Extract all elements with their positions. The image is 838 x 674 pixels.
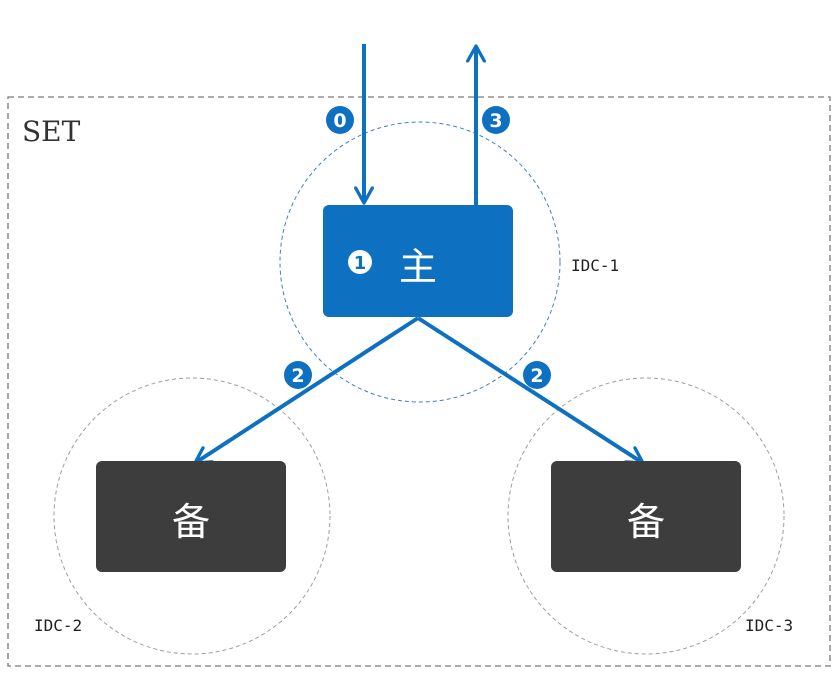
step-2-right-badge (523, 361, 551, 389)
replicate-left-arrow (193, 316, 420, 465)
step-3-badge (482, 106, 510, 134)
step-2-left-badge (284, 361, 312, 389)
step-2-right-number: 2 (530, 365, 543, 387)
step-0-number: 0 (333, 110, 346, 132)
standby-right-node (551, 461, 741, 572)
standby-right-node-label: 备 (627, 500, 665, 544)
idc-2-circle (53, 377, 331, 655)
set-boundary (7, 96, 831, 667)
standby-left-node-label: 备 (172, 500, 210, 544)
primary-node (323, 205, 513, 317)
step-2-left-number: 2 (291, 365, 304, 387)
step-0-badge (326, 106, 354, 134)
idc-3-circle (507, 377, 785, 655)
set-label: SET (22, 115, 81, 148)
replicate-right-arrow (416, 316, 645, 465)
primary-node-label: 主 (399, 245, 437, 289)
standby-left-node (96, 461, 286, 572)
idc-1-label: IDC-1 (571, 256, 619, 275)
idc-3-label: IDC-3 (745, 616, 793, 635)
idc-2-label: IDC-2 (34, 616, 82, 635)
primary-step-badge-number: 1 (354, 253, 367, 274)
step-3-number: 3 (489, 110, 502, 132)
primary-step-badge (348, 250, 372, 274)
idc-1-circle (279, 121, 561, 403)
